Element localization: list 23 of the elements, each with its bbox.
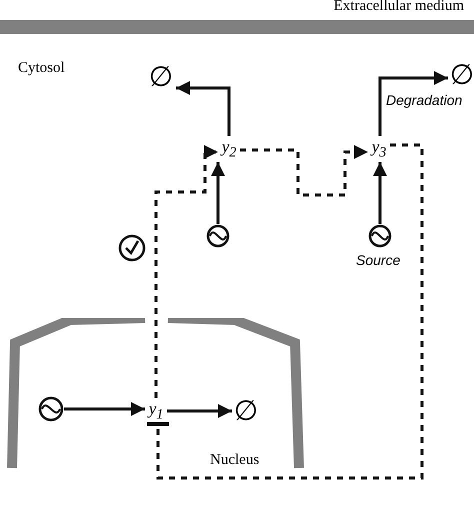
arrow	[378, 71, 448, 136]
degradation-symbol: ∅	[232, 396, 260, 426]
degradation-symbol: ∅	[448, 60, 474, 92]
arrow	[240, 145, 368, 196]
arrow	[154, 145, 218, 398]
arrow	[64, 402, 145, 416]
source-icon	[38, 396, 64, 422]
degradation-symbol: ∅	[146, 62, 176, 94]
variable-label: y$_{3}$	[368, 136, 390, 162]
source-icon	[368, 224, 392, 248]
region-label: Nucleus	[210, 452, 260, 469]
arrow	[211, 162, 225, 224]
source-icon	[206, 224, 230, 248]
variable-label: y$_{2}$	[218, 136, 240, 162]
arrow	[373, 162, 387, 224]
region-label: Cytosol	[18, 60, 65, 77]
arrow	[167, 404, 232, 418]
check-icon	[118, 234, 146, 262]
arrow	[176, 81, 230, 136]
node-label: Degradation	[386, 92, 462, 108]
variable-label: y$_{1}$	[145, 398, 167, 424]
inhibition-line	[145, 144, 424, 480]
node-label: Source	[356, 252, 400, 268]
